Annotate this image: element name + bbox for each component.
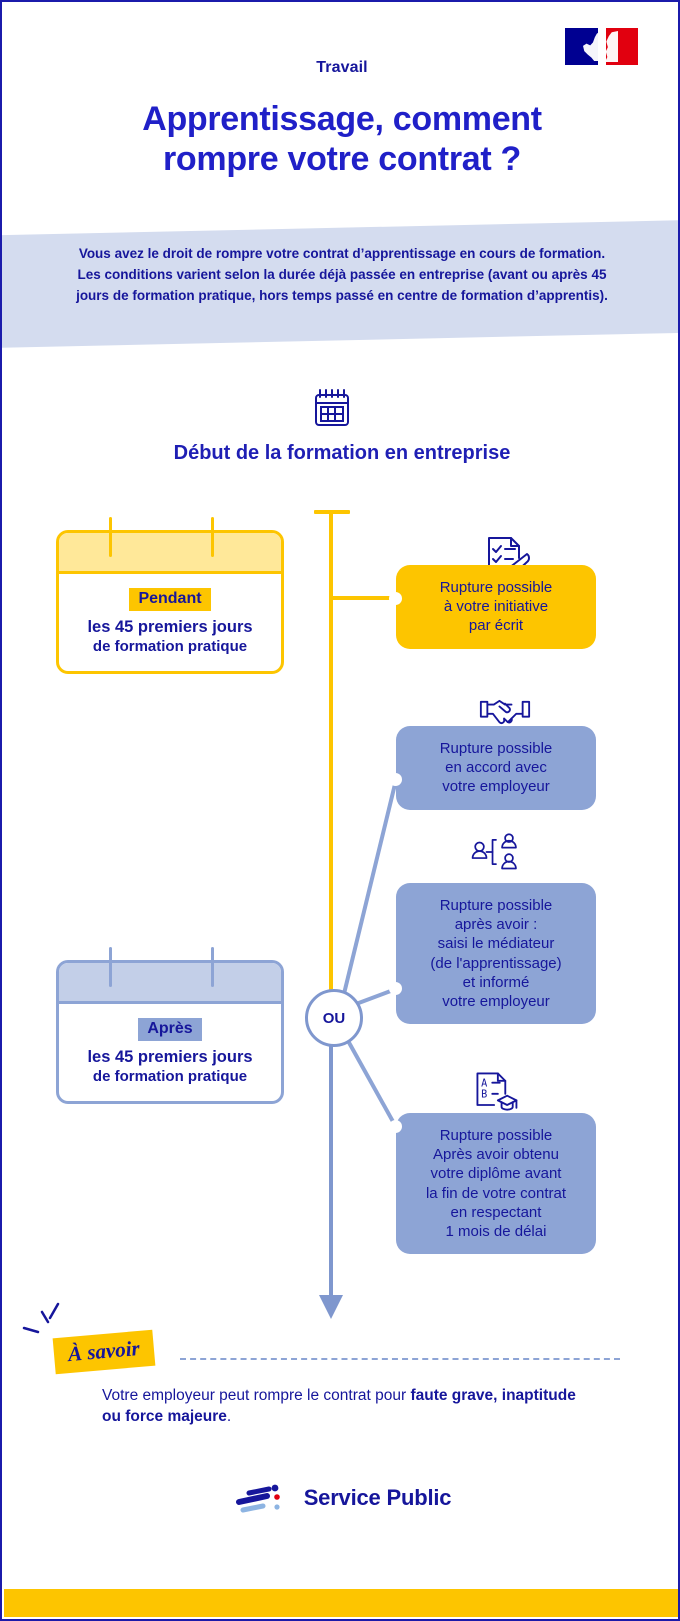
card-line1-apres: les 45 premiers jours [87,1048,253,1066]
note-text-bold: faute grave, inaptitude ou force majeure [102,1387,576,1425]
calendar-card-band [59,963,281,1004]
option-line: en accord avec [445,759,547,777]
calendar-rings [59,517,281,557]
option-line: votre employeur [442,778,550,796]
option-line: Rupture possible [439,897,553,914]
diploma-graduation-icon: A B [476,1072,518,1111]
connector-dot [389,1120,402,1133]
option-box-initiative-ecrit: Rupture possible à votre initiative par … [396,565,596,649]
timeline-or-junction: OU [305,989,363,1047]
option-line: votre employeur [442,992,550,1010]
svg-text:A: A [481,1078,487,1089]
service-public-logo-text: Service Public [303,1485,452,1510]
svg-text:B: B [481,1090,487,1101]
timeline-yellow-segment [329,510,333,1000]
option-line: après avoir : [454,916,538,934]
option-box-accord-employeur: Rupture possible en accord avec votre em… [396,726,596,810]
french-republic-marianne-flag-icon [565,28,638,65]
calendar-card-band [59,533,281,574]
option-line: Rupture possible [439,579,553,596]
branch-connector-yellow [331,596,393,600]
timeline-blue-segment [329,1000,333,1300]
option-line: la fin de votre contrat [425,1184,567,1202]
connector-dot [389,592,402,605]
option-line: (de l'apprentissage) [430,954,562,972]
option-line: et informé [462,973,530,991]
kicker-label: Travail [316,59,368,76]
page-title: Apprentissage, comment rompre votre cont… [42,100,642,180]
card-line2-apres: de formation pratique [92,1068,248,1085]
a-savoir-divider [180,1358,620,1360]
option-line: à votre initiative [443,598,549,616]
page-title-line-1: Apprentissage, comment [142,100,542,138]
section-title: Début de la formation en entreprise [173,442,511,464]
option-line: votre diplôme avant [430,1165,562,1183]
calendar-card-pendant: Pendant les 45 premiers jours de formati… [56,517,284,674]
service-public-logo: Service Public [2,1480,678,1516]
note-text-before: Votre employeur peut rompre le contrat p… [102,1387,411,1404]
option-line: saisi le médiateur [437,935,555,953]
a-savoir-text: Votre employeur peut rompre le contrat p… [102,1386,592,1428]
arrow-down-icon [319,1295,343,1319]
connector-dot [389,773,402,786]
option-box-diplome: Rupture possible Après avoir obtenu votr… [396,1113,596,1255]
page-title-line-2: rompre votre contrat ? [162,139,522,178]
calendar-icon [315,389,349,426]
connector-dot [389,982,402,995]
option-line: en respectant [450,1203,542,1221]
option-line: Rupture possible [439,740,553,757]
calendar-card-apres: Après les 45 premiers jours de formation… [56,947,284,1104]
intro-band [2,220,678,348]
option-line: 1 mois de délai [445,1222,547,1240]
option-line: Après avoir obtenu [433,1146,559,1164]
option-box-mediateur: Rupture possible après avoir : saisi le … [396,883,596,1025]
intro-text: Vous avez le droit de rompre votre contr… [76,246,608,303]
handshake-icon [479,699,531,724]
option-line: Rupture possible [439,1127,553,1144]
card-line2-pendant: de formation pratique [92,638,248,655]
note-text-after: . [226,1407,232,1425]
option-line: par écrit [468,617,524,635]
card-tag-pendant: Pendant [129,588,211,611]
a-savoir-badge: À savoir [52,1329,156,1375]
card-line1-pendant: les 45 premiers jours [87,618,253,636]
mediator-people-icon [471,833,517,870]
sparkle-lines-icon [22,1302,60,1334]
service-public-speed-lines-logo-icon [235,1484,280,1513]
footer-accent-bar [4,1589,678,1617]
card-tag-apres: Après [138,1018,202,1041]
calendar-rings [59,947,281,987]
